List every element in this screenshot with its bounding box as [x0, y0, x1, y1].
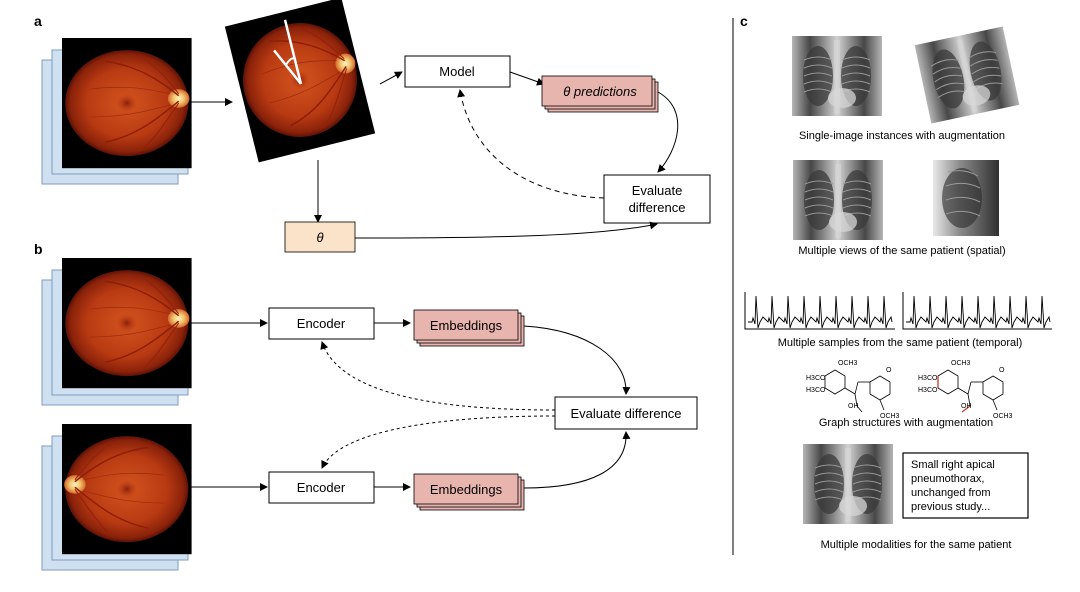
encoder-box-top: Encoder	[268, 307, 375, 340]
caption-graph-structures: Graph structures with augmentation	[819, 417, 993, 429]
lateral-xray-icon	[933, 160, 999, 236]
embeddings-stack-top: Embeddings	[413, 309, 525, 347]
encoder-label-top: Encoder	[297, 316, 346, 331]
panel-label-c: c	[740, 13, 748, 29]
molecule-h3co-a: H3CO	[918, 375, 938, 382]
molecule-h3co-a: H3CO	[806, 375, 826, 382]
ecg-icon	[744, 292, 895, 330]
caption-multiple-views: Multiple views of the same patient (spat…	[798, 245, 1005, 257]
dashed-feedback-arrow-a	[457, 89, 605, 199]
fundus-image-icon	[61, 257, 193, 390]
report-line-1: Small right apical	[911, 459, 995, 471]
arrow-model-to-predictions	[509, 71, 545, 86]
radiology-report-box: Small right apical pneumothorax, unchang…	[902, 452, 1029, 519]
molecule-och3-bot: OCH3	[880, 413, 900, 420]
dashed-feedback-arrow-bottom	[321, 415, 556, 469]
caption-multiple-samples: Multiple samples from the same patient (…	[778, 337, 1023, 349]
molecule-o: O	[999, 367, 1005, 374]
evaluate-label-line2: difference	[629, 200, 686, 215]
chest-xray-icon	[791, 35, 883, 117]
evaluate-difference-box-b: Evaluate difference	[554, 396, 698, 430]
report-line-2: pneumothorax,	[911, 473, 984, 485]
dashed-feedback-arrow-top	[320, 341, 556, 411]
molecule-och3-top: OCH3	[951, 360, 971, 367]
molecule-och3-top: OCH3	[838, 360, 858, 367]
ecg-icon	[902, 292, 1052, 330]
report-line-4: previous study...	[911, 501, 990, 513]
chest-xray-icon	[802, 443, 894, 525]
theta-box: θ	[284, 221, 356, 253]
molecule-och3-bot: OCH3	[993, 413, 1013, 420]
arrow-embeddings-top-to-evaluate	[523, 325, 631, 395]
molecule-h3co-b: H3CO	[918, 387, 938, 394]
model-box: Model	[404, 55, 511, 88]
molecule-h3co-b: H3CO	[806, 387, 826, 394]
evaluate-label-line1: Evaluate	[632, 183, 683, 198]
evaluate-difference-box-a: Evaluate difference	[603, 174, 711, 224]
input-stack-a	[41, 37, 193, 185]
input-stack-b-top	[41, 257, 193, 406]
evaluate-difference-label-b: Evaluate difference	[570, 406, 681, 421]
rotated-fundus	[224, 0, 376, 164]
theta-label: θ	[316, 230, 323, 245]
caption-multiple-modalities: Multiple modalities for the same patient	[821, 539, 1012, 551]
embeddings-label-top: Embeddings	[430, 318, 503, 333]
arrow-embeddings-bottom-to-evaluate	[523, 431, 631, 489]
report-line-3: unchanged from	[911, 487, 991, 499]
panel-label-b: b	[34, 241, 43, 257]
molecule-icon: OCH3 H3CO H3CO OH O OCH3	[806, 360, 900, 420]
encoder-box-bottom: Encoder	[268, 471, 375, 504]
molecule-o: O	[886, 367, 892, 374]
input-stack-b-bottom	[41, 423, 193, 571]
molecule-oh: OH	[961, 403, 972, 410]
fundus-image-icon	[61, 423, 193, 556]
encoder-label-bottom: Encoder	[297, 480, 346, 495]
chest-xray-icon	[914, 26, 1020, 124]
arrow-theta-to-evaluate	[354, 221, 658, 239]
theta-predictions-stack: θ predictions	[541, 75, 659, 113]
molecule-oh: OH	[848, 403, 859, 410]
fundus-image-icon	[61, 37, 193, 170]
arrow-rotated-to-model	[379, 71, 403, 85]
chest-xray-icon	[792, 159, 884, 241]
embeddings-stack-bottom: Embeddings	[413, 473, 525, 511]
model-label: Model	[439, 64, 475, 79]
theta-predictions-label: θ predictions	[563, 84, 637, 99]
molecule-icon: OCH3 H3CO H3CO OH O OCH3	[918, 360, 1013, 420]
caption-single-image: Single-image instances with augmentation	[799, 130, 1005, 142]
arrow-predictions-to-evaluate	[657, 91, 679, 173]
panel-label-a: a	[34, 13, 42, 29]
embeddings-label-bottom: Embeddings	[430, 482, 503, 497]
